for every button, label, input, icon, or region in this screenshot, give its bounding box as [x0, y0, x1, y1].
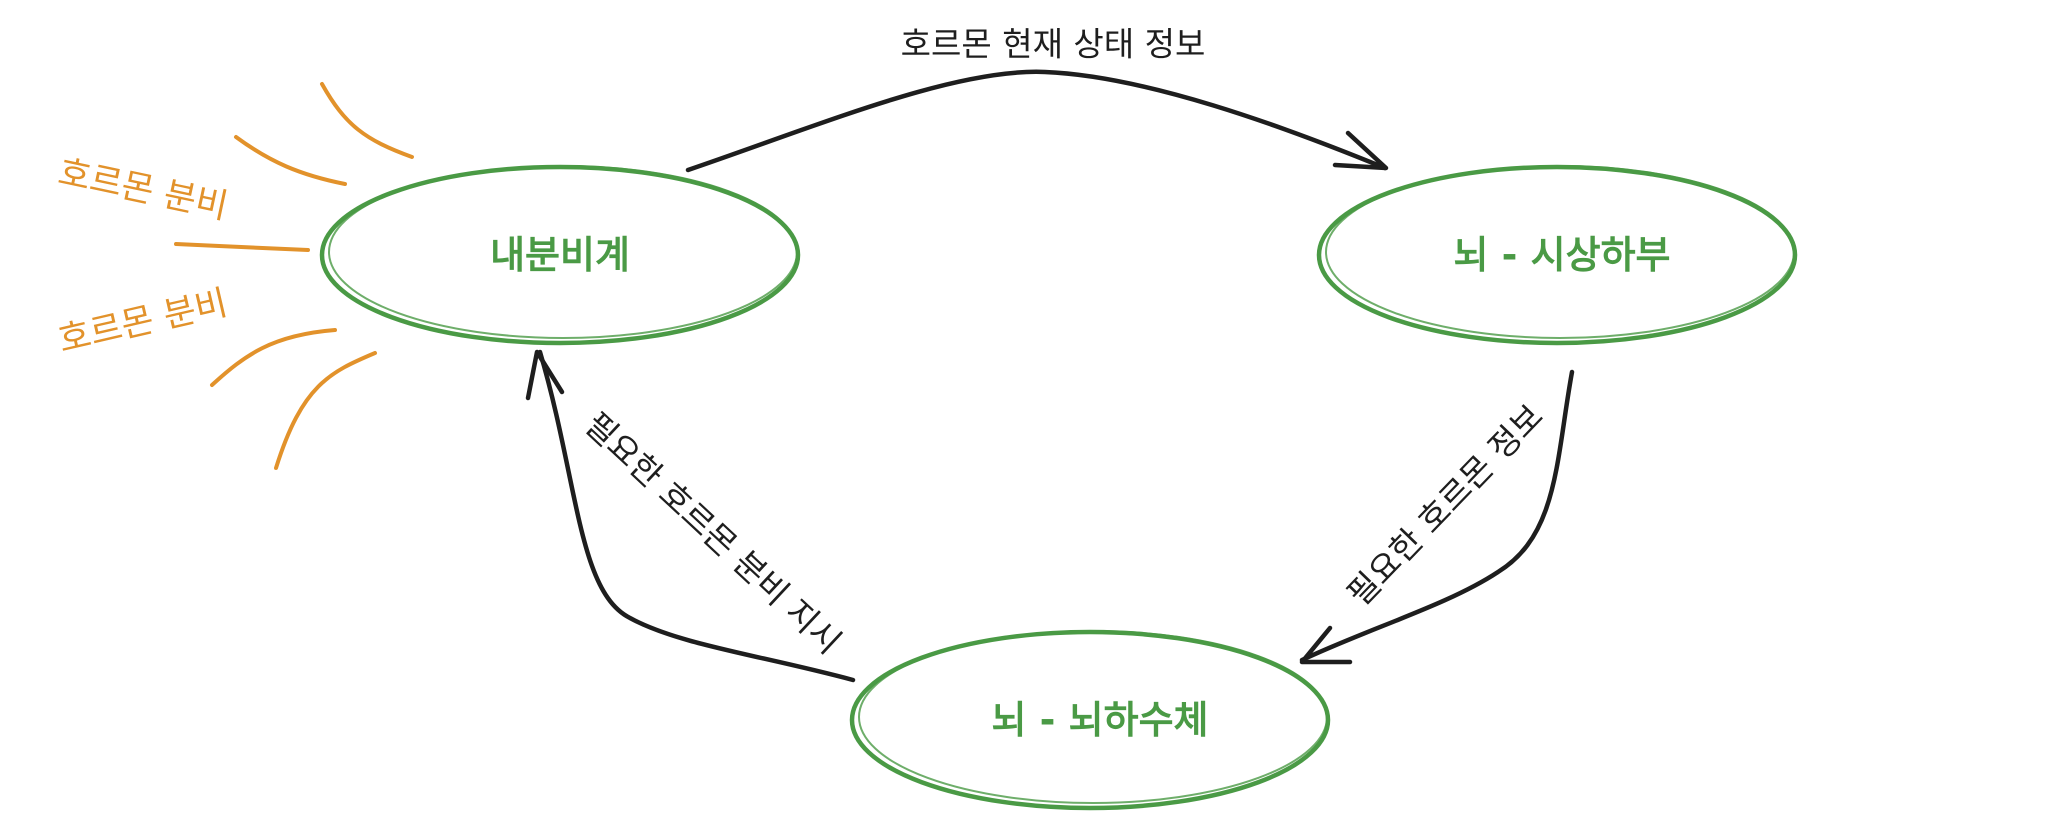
edge-hypothalamus-to-pituitary: 필요한 호르몬 정보: [1299, 369, 1575, 665]
edge-pituitary-to-endocrine-label: 필요한 호르몬 분비 지시: [577, 404, 849, 661]
node-endocrine: 내분비계: [319, 164, 801, 346]
arrowhead-hypothalamus: [1332, 130, 1389, 171]
edge-pituitary-to-endocrine-line: [537, 349, 856, 683]
edge-endocrine-to-hypothalamus: 호르몬 현재 상태 정보: [685, 25, 1389, 173]
node-endocrine-ellipse-sketch: [328, 165, 798, 339]
edge-endocrine-to-hypothalamus-line: [685, 69, 1388, 173]
secretion-rays: [174, 82, 414, 470]
secretion-ray-4: [210, 328, 337, 387]
secretion-label-lower: 호르몬 분비: [55, 283, 232, 361]
arrowhead-endocrine: [525, 349, 565, 401]
arrowhead-pituitary: [1299, 625, 1353, 665]
edge-endocrine-to-hypothalamus-label: 호르몬 현재 상태 정보: [901, 25, 1206, 64]
node-hypothalamus-label: 뇌 - 시상하부: [1453, 233, 1670, 277]
secretion-ray-3: [174, 242, 310, 252]
edge-pituitary-to-endocrine: 필요한 호르몬 분비 지시: [525, 349, 856, 683]
secretion-label-upper: 호르몬 분비: [55, 153, 232, 228]
secretion-ray-5: [274, 351, 377, 470]
node-endocrine-label: 내분비계: [490, 233, 630, 277]
edge-hypothalamus-to-pituitary-line: [1299, 369, 1575, 663]
secretion-ray-1: [320, 82, 414, 159]
node-hypothalamus-ellipse-sketch: [1325, 165, 1795, 339]
node-pituitary: 뇌 - 뇌하수체: [849, 629, 1331, 811]
node-hypothalamus: 뇌 - 시상하부: [1316, 164, 1798, 346]
node-pituitary-ellipse-sketch: [858, 630, 1328, 804]
secretion-ray-2: [234, 135, 347, 186]
edge-hypothalamus-to-pituitary-label: 필요한 호르몬 정보: [1339, 397, 1550, 614]
node-pituitary-label: 뇌 - 뇌하수체: [991, 698, 1208, 742]
